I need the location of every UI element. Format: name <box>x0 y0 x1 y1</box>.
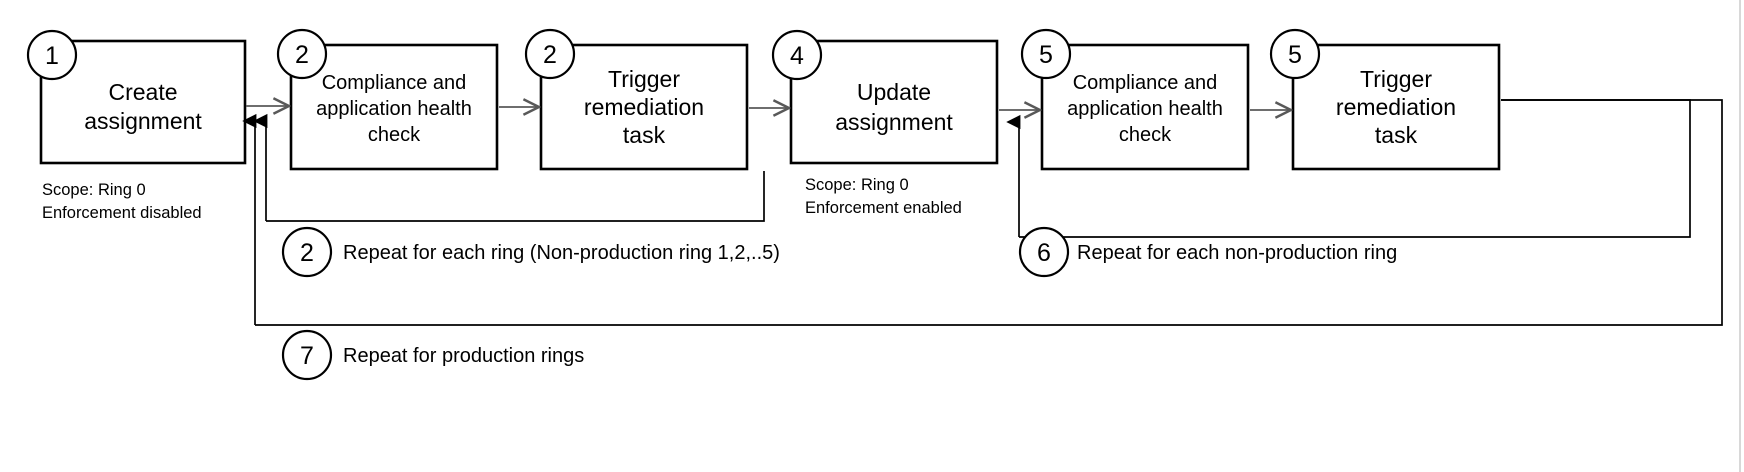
box-update-assignment-line-1: Update <box>857 79 931 105</box>
box-trigger-remediation-task-2-line-3: task <box>1375 122 1418 148</box>
box-create-assignment-line-1: Create <box>108 79 177 105</box>
legend-badge-circle-2 <box>281 226 333 278</box>
note-create-assignment-line-2: Enforcement disabled <box>42 204 202 222</box>
box-trigger-remediation-task-1-line-1: Trigger <box>608 66 680 92</box>
box-update-assignment-line-2: assignment <box>835 109 953 135</box>
badge-circle-step-1 <box>26 29 78 81</box>
legend-badge-number-6: 6 <box>1037 239 1051 267</box>
box-trigger-remediation-task-1-line-3: task <box>623 122 666 148</box>
box-compliance-health-check-1-line-3: check <box>368 124 421 146</box>
box-trigger-remediation-task-2-line-2: remediation <box>1336 94 1456 120</box>
badge-number-step-2b: 2 <box>543 41 557 69</box>
note-update-assignment-line-1: Scope: Ring 0 <box>805 176 909 194</box>
box-trigger-remediation-task-2 <box>1291 43 1501 171</box>
box-compliance-health-check-2-line-2: application health <box>1067 98 1223 120</box>
note-create-assignment-line-1: Scope: Ring 0 <box>42 181 146 199</box>
legend-badge-circle-7 <box>281 329 333 381</box>
badge-number-step-5b: 5 <box>1288 41 1302 69</box>
badge-number-step-1: 1 <box>45 42 59 70</box>
note-update-assignment-line-2: Enforcement enabled <box>805 199 962 217</box>
badge-circle-step-5a <box>1020 28 1072 80</box>
badge-number-step-2a: 2 <box>295 41 309 69</box>
box-compliance-health-check-1-line-2: application health <box>316 98 472 120</box>
badge-circle-step-2a <box>276 28 328 80</box>
box-trigger-remediation-task-1-line-2: remediation <box>584 94 704 120</box>
loop-path-repeat-each-ring <box>266 171 765 222</box>
box-compliance-health-check-1-line-1: Compliance and <box>322 72 467 94</box>
badge-circle-step-4 <box>771 29 823 81</box>
box-compliance-health-check-1 <box>289 43 499 171</box>
box-compliance-health-check-2-line-1: Compliance and <box>1073 72 1218 94</box>
legend-badge-circle-6 <box>1018 226 1070 278</box>
legend-text-repeat-non-production-ring: Repeat for each non-production ring <box>1077 242 1397 264</box>
box-create-assignment-line-2: assignment <box>84 108 202 134</box>
badge-circle-step-2b <box>524 28 576 80</box>
legend-badge-number-2: 2 <box>300 239 314 267</box>
box-compliance-health-check-2-line-3: check <box>1119 124 1172 146</box>
box-trigger-remediation-task-1 <box>539 43 749 171</box>
legend-text-repeat-each-ring: Repeat for each ring (Non-production rin… <box>343 242 780 264</box>
box-trigger-remediation-task-2-line-1: Trigger <box>1360 66 1432 92</box>
badge-circle-step-5b <box>1269 28 1321 80</box>
box-compliance-health-check-2 <box>1040 43 1250 171</box>
loop-path-repeat-production-rings <box>255 99 1723 326</box>
legend-badge-number-7: 7 <box>300 342 314 370</box>
box-update-assignment <box>789 39 999 165</box>
badge-number-step-4: 4 <box>790 42 804 70</box>
badge-number-step-5a: 5 <box>1039 41 1053 69</box>
legend-text-repeat-production-rings: Repeat for production rings <box>343 345 584 367</box>
